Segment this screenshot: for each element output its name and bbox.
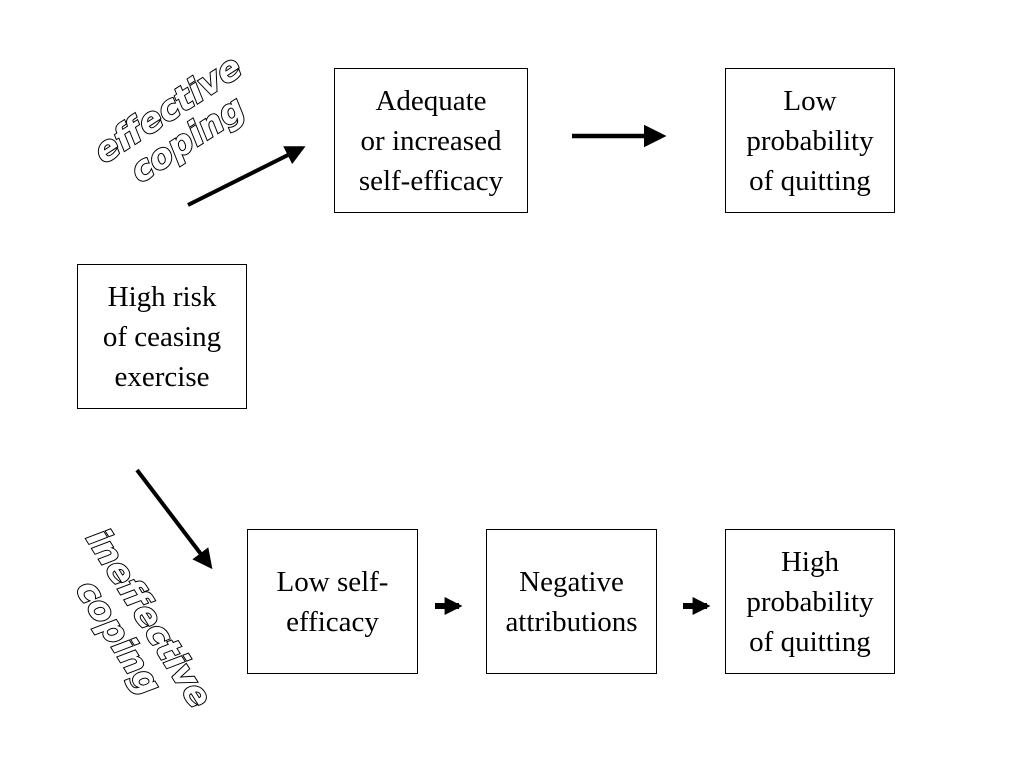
box-low-probability-text: Low probability of quitting bbox=[746, 84, 874, 197]
box-negative-attributions: Negative attributions bbox=[486, 529, 657, 674]
box-low-self-efficacy-text: Low self- efficacy bbox=[276, 565, 389, 638]
box-high-risk-text: High risk of ceasing exercise bbox=[102, 280, 222, 393]
box-low-self-efficacy: Low self- efficacy bbox=[247, 529, 418, 674]
arrow-ineffective bbox=[135, 468, 213, 570]
box-adequate-self-efficacy: Adequate or increased self-efficacy bbox=[334, 68, 528, 213]
box-high-probability-text: High probability of quitting bbox=[746, 545, 874, 658]
box-adequate-text: Adequate or increased self-efficacy bbox=[358, 84, 504, 197]
box-negative-attributions-text: Negative attributions bbox=[505, 565, 638, 638]
arrow-effective bbox=[187, 146, 306, 207]
box-high-risk: High risk of ceasing exercise bbox=[77, 264, 247, 409]
box-low-probability: Low probability of quitting bbox=[725, 68, 895, 213]
box-high-probability: High probability of quitting bbox=[725, 529, 895, 674]
